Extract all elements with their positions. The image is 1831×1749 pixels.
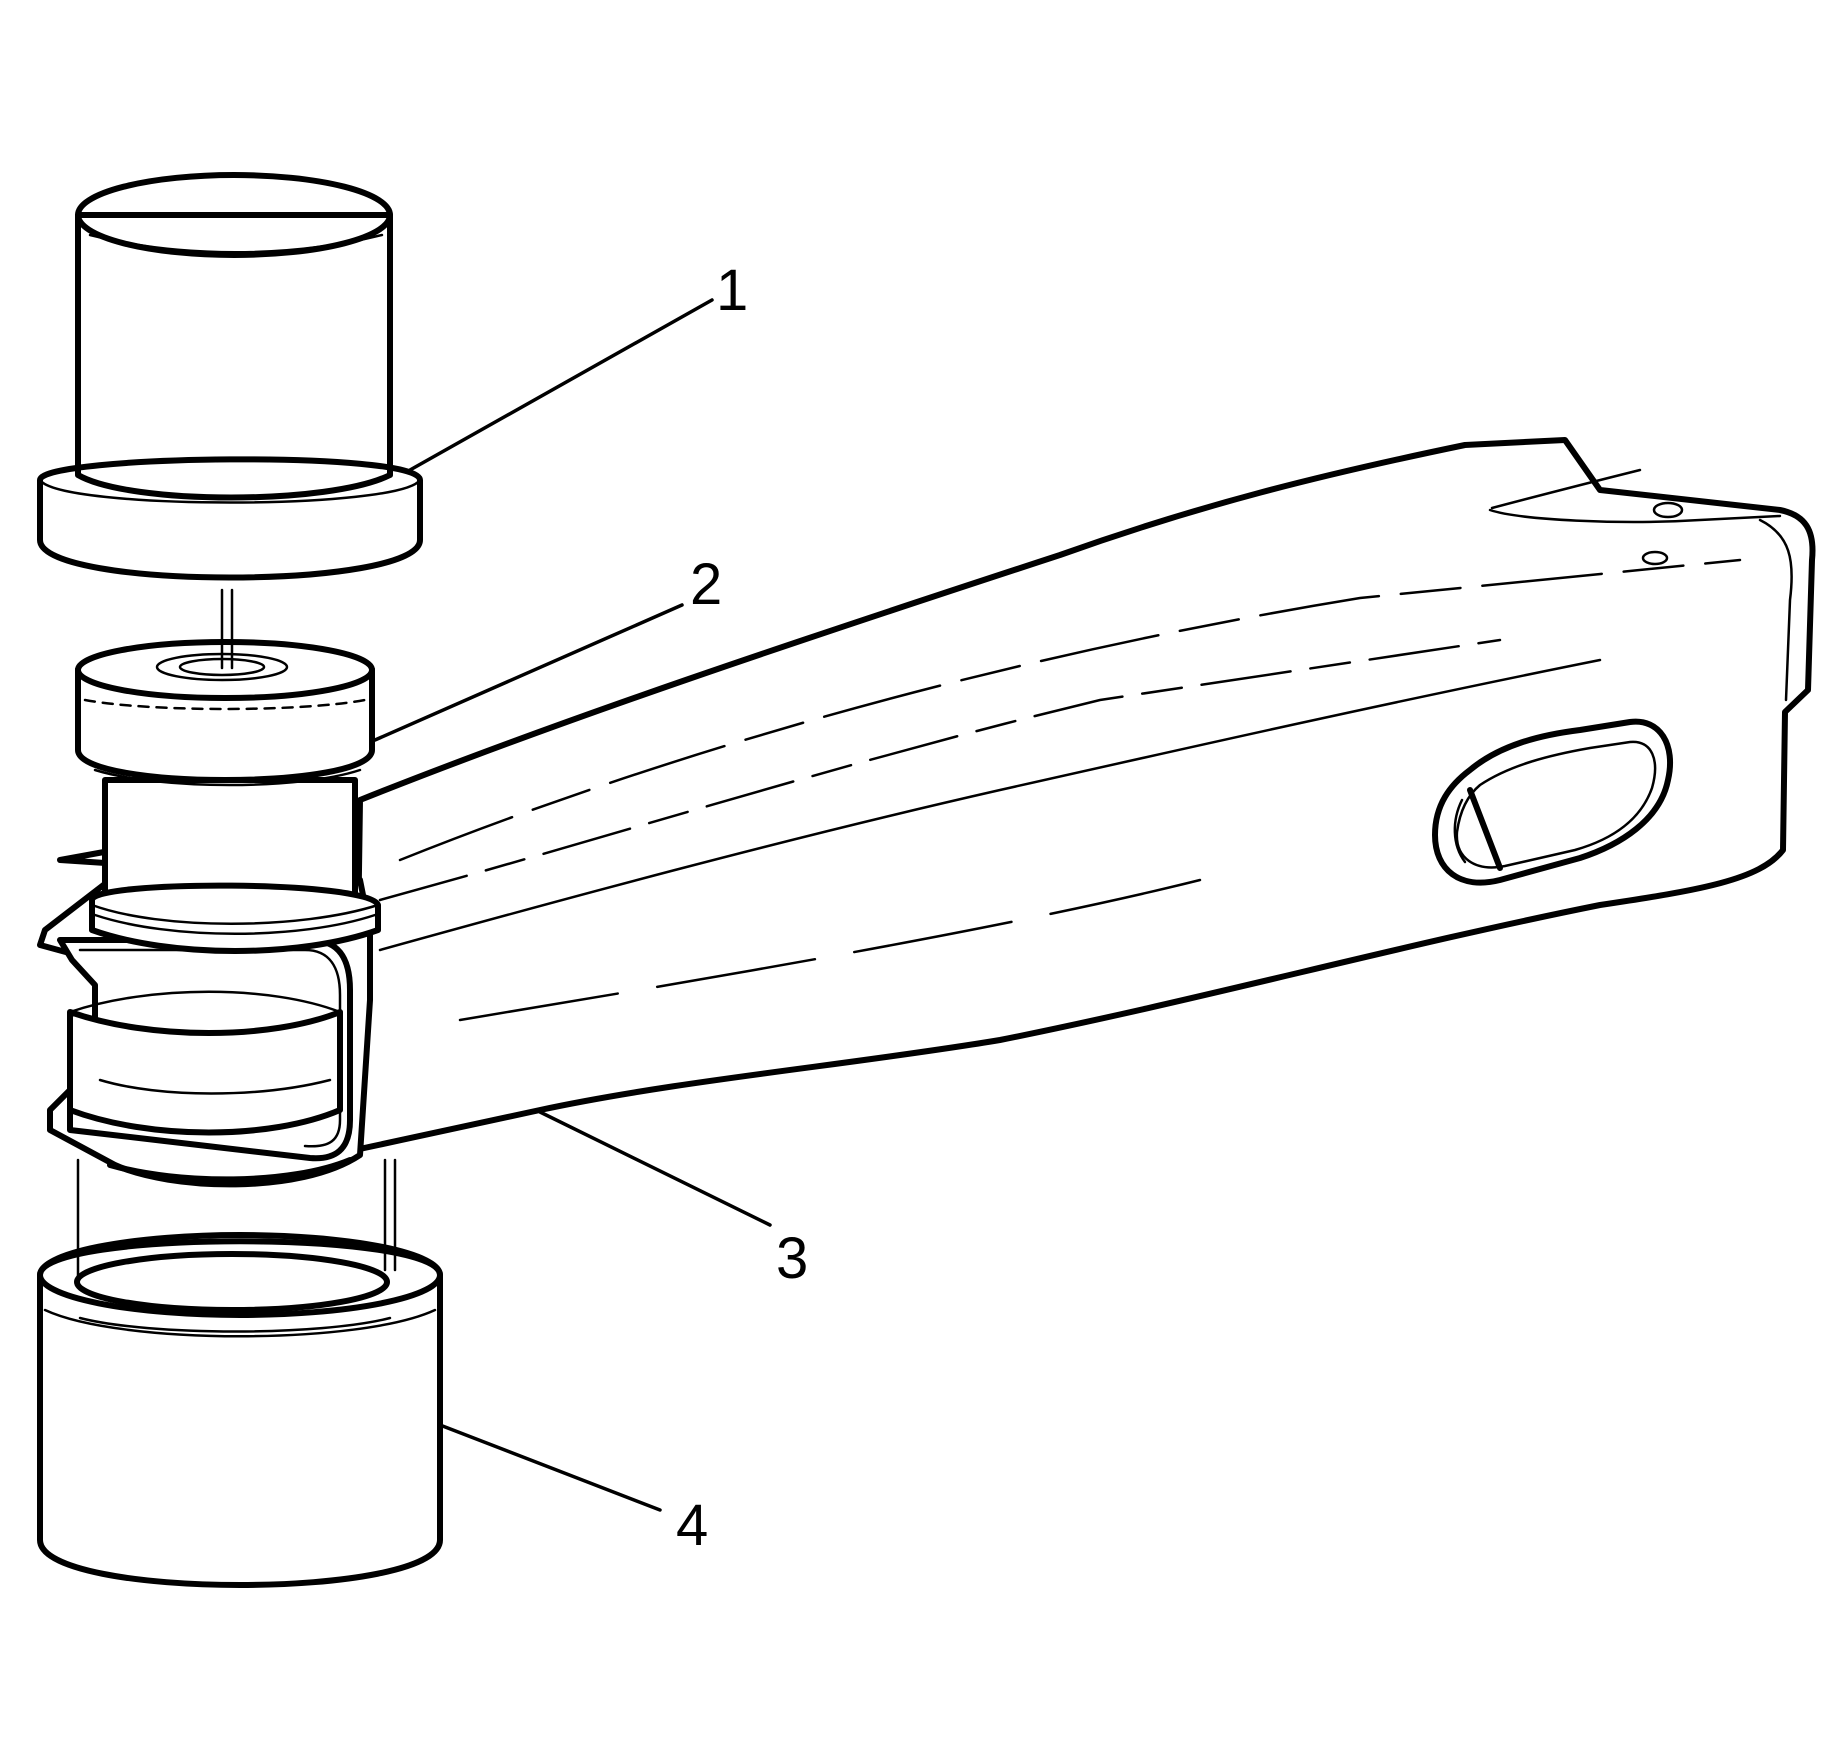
leader-line-4 [438, 1423, 662, 1512]
callout-1: 1 [716, 258, 748, 323]
lower-receiver [37, 1158, 443, 1588]
leader-line-2 [373, 603, 684, 742]
leader-lines [373, 298, 772, 1512]
callout-4: 4 [676, 1493, 708, 1558]
leader-line-3 [538, 1110, 772, 1227]
control-arm [352, 437, 1816, 1153]
upper-tool [37, 172, 423, 670]
callout-2: 2 [690, 552, 722, 617]
callout-3: 3 [776, 1226, 808, 1291]
bushing-part [75, 639, 381, 954]
leader-line-1 [408, 298, 714, 472]
callout-labels: 1 2 3 4 [676, 258, 808, 1558]
